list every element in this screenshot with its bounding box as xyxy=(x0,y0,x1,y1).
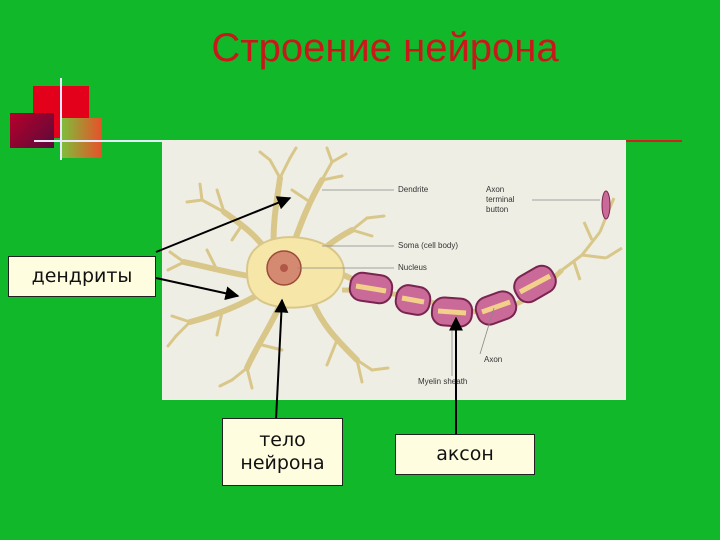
annotation-axon-terminal-1: Axon xyxy=(486,185,504,194)
decorative-line-red xyxy=(626,140,682,142)
label-dendrites: дендриты xyxy=(8,256,156,297)
decorative-square-gradient xyxy=(60,118,102,158)
slide-title: Строение нейрона xyxy=(211,26,559,70)
leader-lines xyxy=(297,189,600,376)
myelin-inner xyxy=(355,273,552,316)
label-axon: аксон xyxy=(395,434,535,475)
terminal-button xyxy=(601,190,611,220)
annotation-dendrite: Dendrite xyxy=(398,185,429,194)
annotation-axon-terminal-3: button xyxy=(486,205,508,214)
decorative-line-vertical xyxy=(60,78,62,160)
arrow-dendrites-upper xyxy=(155,196,292,253)
neuron-illustration: Dendrite Soma (cell body) Nucleus Axon t… xyxy=(162,140,626,400)
annotation-axon: Axon xyxy=(484,355,502,364)
decorative-square-darkred xyxy=(10,113,54,148)
annotation-myelin-sheath: Myelin sheath xyxy=(418,377,467,386)
annotation-soma: Soma (cell body) xyxy=(398,241,458,250)
annotation-axon-terminal-2: terminal xyxy=(486,195,515,204)
decorative-line-horizontal xyxy=(34,140,162,142)
annotation-nucleus: Nucleus xyxy=(398,263,427,272)
arrow-cell-body xyxy=(274,298,289,421)
label-cell-body: тело нейрона xyxy=(222,418,343,486)
arrow-dendrites-lower xyxy=(155,277,240,301)
